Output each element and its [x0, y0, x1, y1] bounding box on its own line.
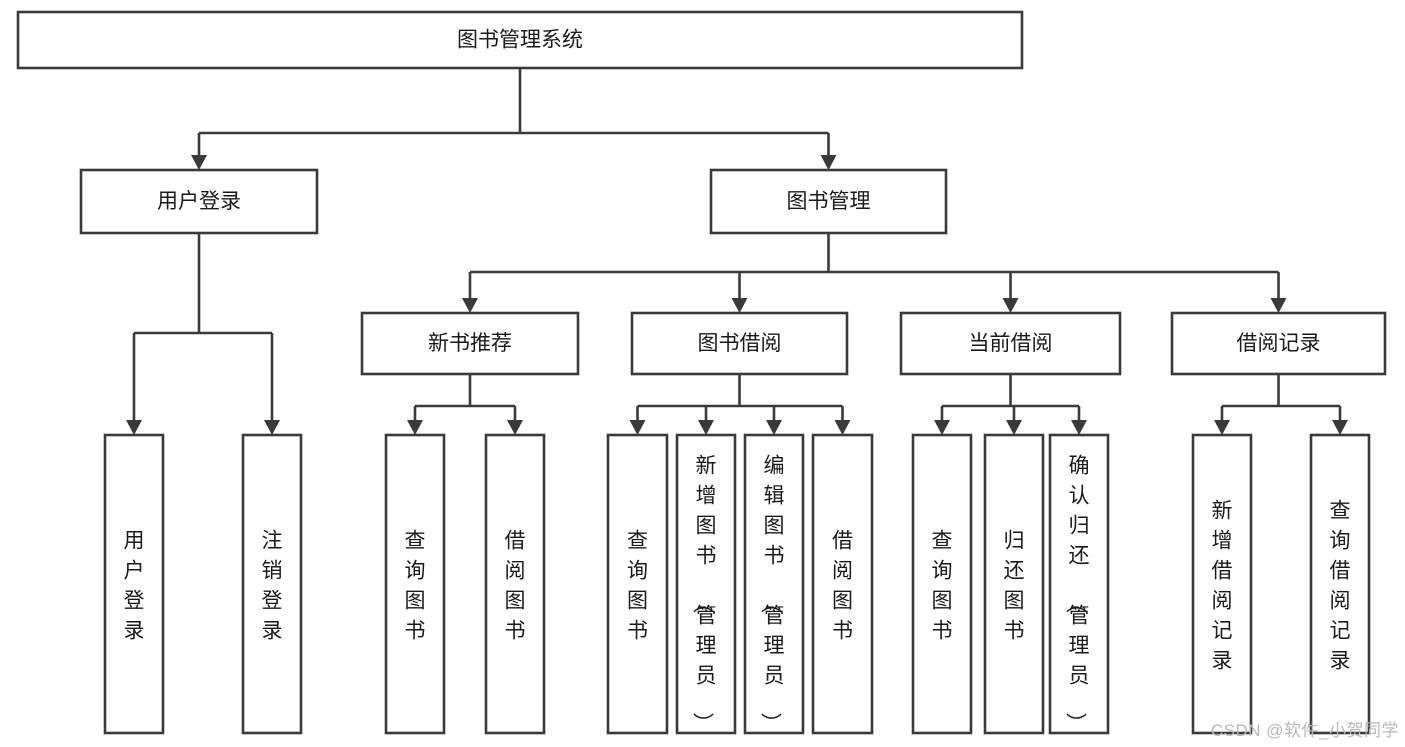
node-label: 图书管理	[787, 190, 871, 213]
node-box[interactable]	[675, 433, 737, 735]
node-label: 编辑图书（管理员）	[759, 454, 785, 733]
node-label: 图书管理系统	[457, 29, 583, 52]
node-box[interactable]	[911, 433, 973, 735]
edge-to-借阅图书-3-arrowhead	[834, 420, 851, 435]
node-box[interactable]	[743, 433, 805, 735]
edge-to-借阅图书-1-arrowhead	[507, 420, 523, 435]
edge-to-查询图书-0-arrowhead	[934, 420, 950, 435]
level2-node-用户登录[interactable]: 用户登录	[79, 168, 319, 235]
leaf-node-新增图书管理员[interactable]: 新增图书（管理员）	[675, 433, 737, 735]
node-label: 新增图书（管理员）	[691, 454, 717, 733]
leaf-node-查询图书[interactable]: 查询图书	[911, 433, 973, 735]
level2-node-图书管理[interactable]: 图书管理	[709, 168, 948, 235]
level3-node-图书借阅[interactable]: 图书借阅	[630, 311, 849, 376]
leaf-node-查询图书[interactable]: 查询图书	[384, 433, 446, 735]
node-label: 确认归还（管理员）	[1064, 454, 1090, 733]
node-box[interactable]	[360, 311, 580, 376]
edge-to-注销登录-1-arrowhead	[264, 420, 280, 435]
node-label: 查询图书	[932, 529, 953, 642]
edge-to-新书推荐-0-arrowhead	[462, 298, 478, 313]
edge-to-归还图书-1-arrowhead	[1006, 420, 1022, 435]
leaf-node-确认归还管理员[interactable]: 确认归还（管理员）	[1048, 433, 1110, 735]
csdn-watermark: CSDN @软件_小贺同学	[1210, 721, 1399, 740]
node-box[interactable]	[1048, 433, 1110, 735]
edge-to-确认归还管理员-2-arrowhead	[1071, 420, 1087, 435]
edge-to-新增借阅记录-0-arrowhead	[1214, 420, 1230, 435]
leaf-node-新增借阅记录[interactable]: 新增借阅记录	[1191, 433, 1253, 735]
leaf-node-借阅图书[interactable]: 借阅图书	[484, 433, 546, 735]
node-label: 新书推荐	[428, 332, 512, 355]
leaf-node-查询图书[interactable]: 查询图书	[606, 433, 669, 735]
node-box[interactable]	[79, 168, 319, 235]
node-layer: 图书管理系统用户登录图书管理新书推荐图书借阅当前借阅借阅记录用户登录注销登录查询…	[16, 10, 1387, 735]
root-node-图书管理系统[interactable]: 图书管理系统	[16, 10, 1024, 70]
edge-to-新增图书管理员-1-arrowhead	[698, 420, 714, 435]
node-label: 用户登录	[157, 190, 241, 213]
leaf-node-归还图书[interactable]: 归还图书	[983, 433, 1045, 735]
edge-to-图书借阅-1-arrowhead	[731, 298, 748, 313]
leaf-node-借阅图书[interactable]: 借阅图书	[811, 433, 874, 735]
edge-to-图书管理-1-arrowhead	[820, 155, 837, 170]
level3-node-当前借阅[interactable]: 当前借阅	[899, 311, 1122, 376]
edge-to-查询图书-0-arrowhead	[629, 420, 646, 435]
node-box[interactable]	[484, 433, 546, 735]
node-label: 查询借阅记录	[1330, 499, 1351, 672]
node-box[interactable]	[241, 433, 303, 735]
node-label: 查询图书	[405, 529, 426, 642]
node-box[interactable]	[899, 311, 1122, 376]
edge-to-用户登录-0-arrowhead	[126, 420, 142, 435]
leaf-node-编辑图书管理员[interactable]: 编辑图书（管理员）	[743, 433, 805, 735]
level3-node-借阅记录[interactable]: 借阅记录	[1170, 311, 1387, 376]
node-label: 图书借阅	[698, 332, 782, 355]
edge-to-借阅记录-3-arrowhead	[1270, 298, 1287, 313]
node-box[interactable]	[709, 168, 948, 235]
node-box[interactable]	[103, 433, 165, 735]
node-box[interactable]	[630, 311, 849, 376]
edge-layer	[126, 68, 1348, 435]
node-box[interactable]	[16, 10, 1024, 70]
node-box[interactable]	[811, 433, 874, 735]
node-label: 归还图书	[1004, 529, 1025, 642]
node-label: 查询图书	[627, 529, 648, 642]
edge-to-用户登录-0-arrowhead	[191, 155, 207, 170]
level3-node-新书推荐[interactable]: 新书推荐	[360, 311, 580, 376]
edge-to-查询图书-0-arrowhead	[407, 420, 423, 435]
node-box[interactable]	[1309, 433, 1371, 735]
node-box[interactable]	[1191, 433, 1253, 735]
node-label: 用户登录	[124, 529, 145, 642]
node-box[interactable]	[983, 433, 1045, 735]
node-box[interactable]	[606, 433, 669, 735]
edge-to-查询借阅记录-1-arrowhead	[1332, 420, 1348, 435]
node-label: 借阅记录	[1237, 332, 1321, 355]
leaf-node-查询借阅记录[interactable]: 查询借阅记录	[1309, 433, 1371, 735]
node-box[interactable]	[1170, 311, 1387, 376]
node-box[interactable]	[384, 433, 446, 735]
node-label: 借阅图书	[505, 529, 526, 642]
leaf-node-用户登录[interactable]: 用户登录	[103, 433, 165, 735]
node-label: 当前借阅	[969, 332, 1053, 355]
node-label: 注销登录	[262, 529, 283, 642]
node-label: 借阅图书	[832, 529, 853, 642]
leaf-node-注销登录[interactable]: 注销登录	[241, 433, 303, 735]
edge-to-编辑图书管理员-2-arrowhead	[766, 420, 782, 435]
node-label: 新增借阅记录	[1212, 499, 1233, 672]
edge-to-当前借阅-2-arrowhead	[1002, 298, 1019, 313]
